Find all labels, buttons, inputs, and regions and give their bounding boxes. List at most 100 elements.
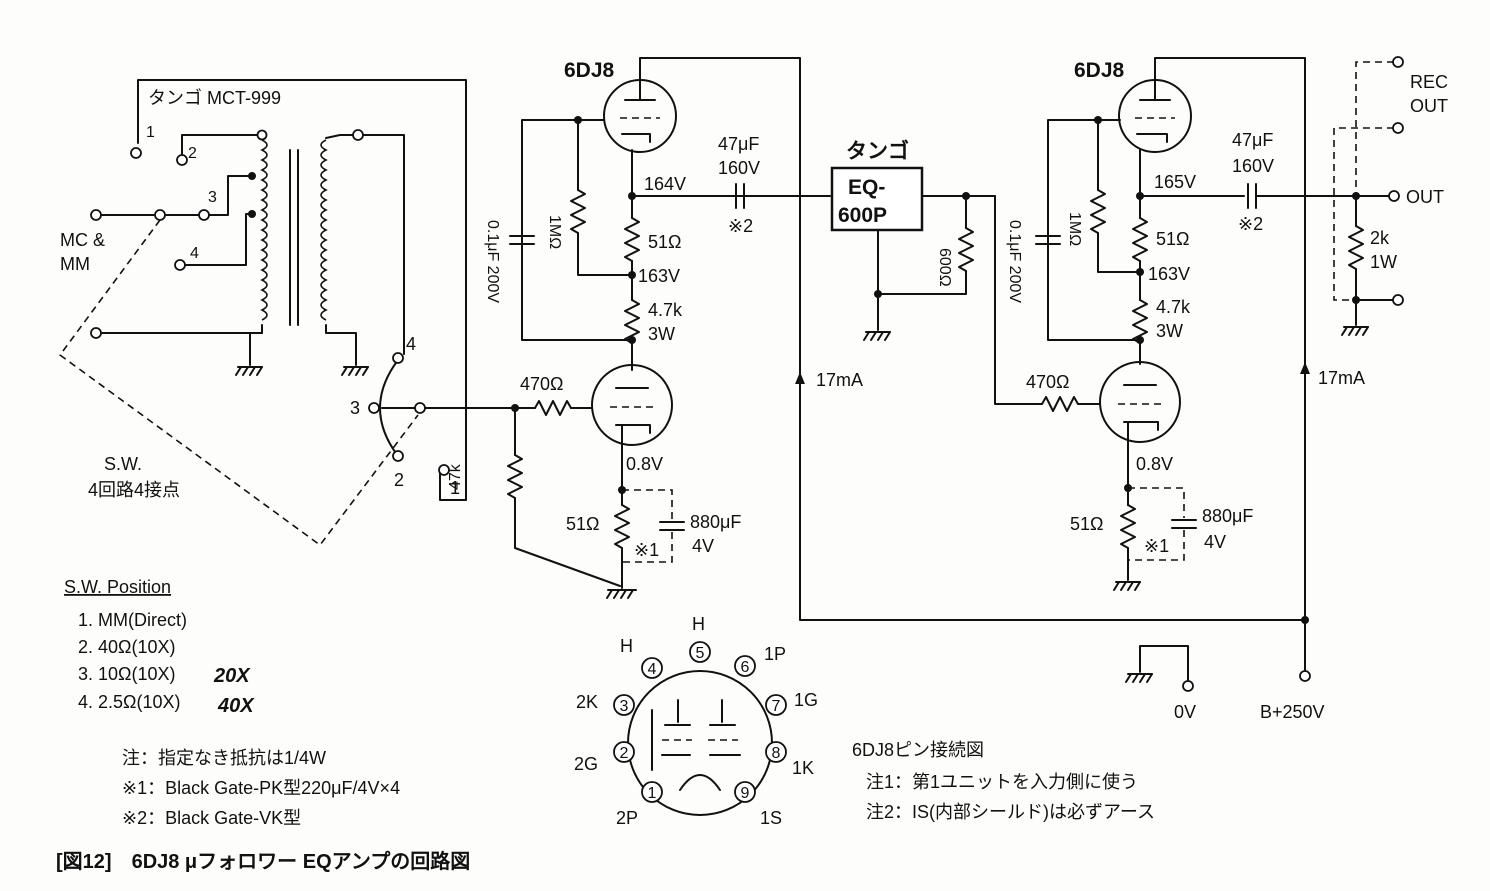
left-r-load-1: 4.7k [648,300,683,320]
ground-terminal[interactable] [1182,680,1194,692]
left-cap-coupling: 0.1μF 200V [484,220,501,303]
left-r-load-2: 3W [648,324,675,344]
transformer-tap-1 [130,147,142,159]
figure-caption: [図12] 6DJ8 μフォロワー EQアンプの回路図 [56,849,470,873]
pin-4 [641,657,663,679]
sw-position-legend: S.W. Position 1. MM(Direct) 2. 40Ω(10X) … [64,577,255,717]
sw-position-1: 1. MM(Direct) [78,610,187,630]
pin-1 [641,781,663,803]
right-stage: 6DJ8 1MΩ 0.1μF 200V 165V 51Ω 163V 4.7k 3… [1006,57,1389,671]
left-r-in: 470Ω [520,374,564,394]
pin-2 [613,741,635,763]
right-c-out-note: ※2 [1238,214,1263,234]
note-line-3: ※2：Black Gate-VK型 [122,808,301,828]
note-line-2: ※1：Black Gate-PK型220μF/4V×4 [122,778,400,798]
left-lower-triode [591,364,673,446]
left-r-cathode: 51Ω [566,514,599,534]
left-v-mid: 163V [638,266,680,286]
left-tube-label: 6DJ8 [564,59,615,82]
sw-position-3-note: 20X [213,665,251,687]
power-section: 0V B+250V [1125,645,1325,722]
right-r-bias: 1MΩ [1066,212,1083,246]
pin-label-1: 2P [616,808,638,828]
pin-3 [613,694,635,716]
svg-text:1: 1 [648,785,657,802]
right-tube-label: 6DJ8 [1074,59,1125,82]
eq-label-top: タンゴ [846,139,909,163]
pinout-note-2: 注2：IS(内部シールド)は必ずアース [866,802,1155,822]
right-v-cathode: 0.8V [1136,454,1173,474]
left-r-plate: 51Ω [648,232,681,252]
right-r-in: 470Ω [1026,372,1070,392]
svg-text:9: 9 [741,785,750,802]
right-v-plate: 165V [1154,172,1196,192]
svg-text:6: 6 [741,659,750,676]
supply-terminal[interactable] [1299,670,1311,682]
supply-label: B+250V [1260,702,1325,722]
pin-label-8: 1K [792,758,814,778]
right-lower-triode [1099,361,1181,443]
contact-label-3: 3 [350,398,360,418]
pin-8 [765,741,787,763]
contact-label-1: 1 [450,478,460,498]
transformer-label: タンゴ MCT-999 [148,88,281,108]
tap-label-2: 2 [188,145,197,162]
rec-out-label-2: OUT [1410,96,1448,116]
input-terminal[interactable] [90,209,102,221]
right-c-cathode-note: ※1 [1144,536,1169,556]
pin-label-5: H [692,614,705,634]
sw-position-4-note: 40X [217,695,255,717]
output-section: REC OUT OUT 2k 1W [1333,56,1448,336]
pin-label-9: 1S [760,808,782,828]
note-line-1: 注：指定なき抵抗は1/4W [122,748,326,768]
transformer-tap-2 [176,154,188,166]
right-c-cathode-2: 4V [1204,532,1226,552]
transformer: タンゴ MCT-999 1 2 3 4 [90,79,467,501]
svg-text:2: 2 [620,745,629,762]
svg-text:3: 3 [620,698,629,715]
left-v-cathode: 0.8V [626,454,663,474]
r-out-2: 1W [1370,252,1397,272]
out-terminal[interactable] [1388,190,1400,202]
right-v-mid: 163V [1148,264,1190,284]
left-r-grid: 47k [447,463,464,490]
svg-text:4: 4 [648,661,657,678]
switch-wiper[interactable] [414,402,426,414]
eq-600p-box [830,166,924,232]
switch-contact-3 [368,402,380,414]
left-c-out-1: 47μF [718,134,759,154]
pin-9 [734,781,756,803]
svg-text:5: 5 [696,645,705,662]
pin-6 [734,655,756,677]
right-r-cathode: 51Ω [1070,514,1103,534]
switch-label-2: 4回路4接点 [88,480,180,500]
left-c-out-note: ※2 [728,216,753,236]
left-c-cathode-1: 880μF [690,512,741,532]
pin-label-6: 1P [764,644,786,664]
notes: 注：指定なき抵抗は1/4W ※1：Black Gate-PK型220μF/4V×… [122,748,400,828]
out-label: OUT [1406,187,1444,207]
right-c-cathode-1: 880μF [1202,506,1253,526]
pin-5 [689,641,711,663]
left-stage: 6DJ8 1MΩ 0.1μF 200V 164V 51Ω 163V 4.7k [424,57,1309,624]
right-c-out-2: 160V [1232,156,1274,176]
pinout-note-1: 注1：第1ユニットを入力側に使う [866,772,1138,792]
input-label-2: MM [60,254,90,274]
switch-contact-1 [438,464,450,476]
eq-box-line2: 600P [838,204,887,227]
left-c-cathode-note: ※1 [634,540,659,560]
left-c-cathode-2: 4V [692,536,714,556]
tap-label-4: 4 [190,245,199,262]
eq-box-line1: EQ- [848,176,885,199]
pin-label-7: 1G [794,690,818,710]
pin-label-2: 2G [574,754,598,774]
left-c-out-2: 160V [718,158,760,178]
right-r-plate: 51Ω [1156,229,1189,249]
right-r-load-2: 3W [1156,321,1183,341]
rec-out-terminal-2[interactable] [1392,122,1404,134]
out-ground-terminal[interactable] [1392,294,1404,306]
svg-text:8: 8 [772,745,781,762]
sw-position-3: 3. 10Ω(10X) [78,664,176,684]
rec-out-terminal-1[interactable] [1392,56,1404,68]
